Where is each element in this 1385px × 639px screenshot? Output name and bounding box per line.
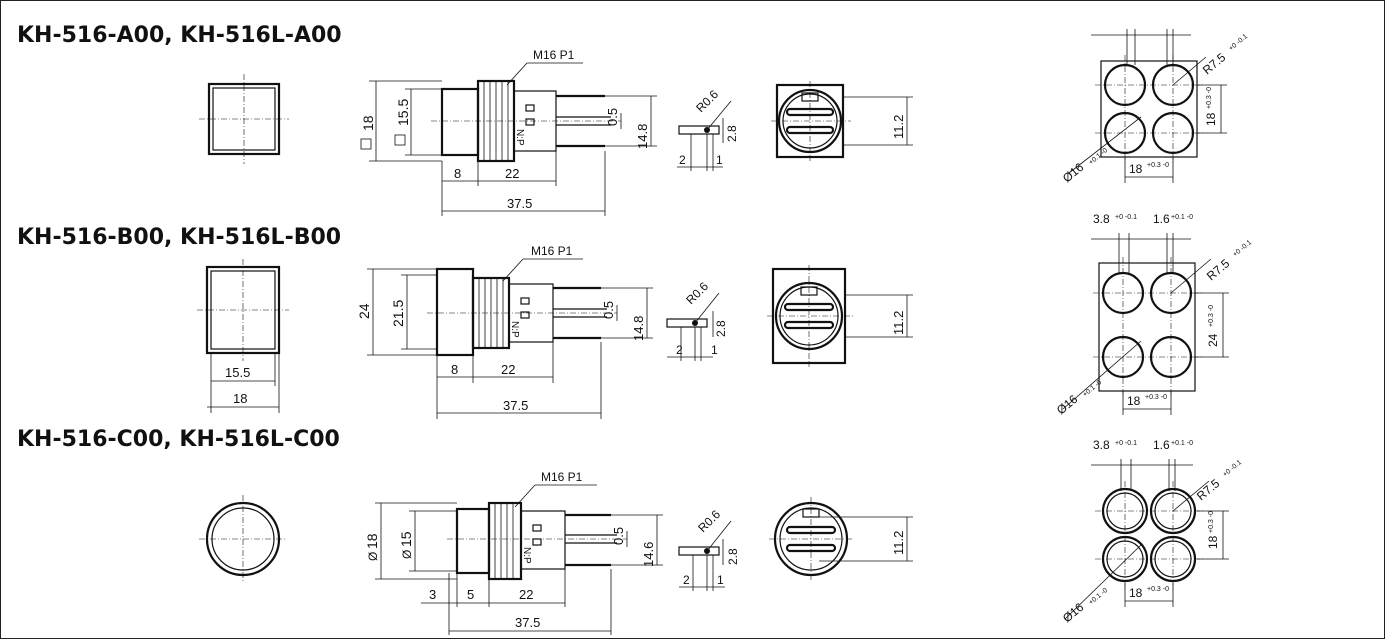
pitch-v-a: 18: [1204, 112, 1218, 126]
svg-text:+0.1 -0: +0.1 -0: [1171, 440, 1193, 447]
pin-w2-b: 2: [676, 343, 683, 357]
cut-dia-a: Ø16: [1060, 160, 1087, 186]
pitch-v-c: 18: [1206, 535, 1220, 549]
slot-b-b: 1.6: [1153, 212, 1170, 226]
section-c: N:P M16 P1 18 Ø 15 Ø 3 5 22 37.5: [199, 438, 1243, 635]
cut-radius-c: R7.5: [1194, 476, 1223, 503]
dim-c-22: 22: [519, 587, 533, 602]
svg-text:+0.3 -0: +0.3 -0: [1147, 162, 1169, 169]
pin-h-a: 2.8: [725, 125, 739, 142]
back-view-a: [771, 81, 851, 161]
slot-b-c: 1.6: [1153, 438, 1170, 452]
svg-text:+0.3 -0: +0.3 -0: [1147, 586, 1169, 593]
pin-w2-c: 2: [683, 573, 690, 587]
svg-text:+0.3 -0: +0.3 -0: [1206, 87, 1213, 109]
svg-text:Ø: Ø: [400, 550, 414, 559]
section-title-a: KH-516-A00, KH-516L-A00: [17, 23, 342, 48]
svg-text:+0.1 -0: +0.1 -0: [1171, 214, 1193, 221]
slot-a-c: 3.8: [1093, 438, 1110, 452]
svg-text:+0 -0.1: +0 -0.1: [1232, 239, 1253, 259]
dim-a-total: 37.5: [507, 196, 532, 211]
svg-text:+0 -0.1: +0 -0.1: [1228, 33, 1249, 53]
svg-text:+0 -0.1: +0 -0.1: [1115, 440, 1137, 447]
svg-text:+0.3 -0: +0.3 -0: [1208, 305, 1215, 327]
svg-text:N:P: N:P: [521, 547, 532, 564]
dim-a-22: 22: [505, 166, 519, 181]
cut-radius-a: R7.5: [1200, 50, 1229, 77]
panel-cutout-a: [1095, 55, 1203, 163]
slot-a-b: 3.8: [1093, 212, 1110, 226]
side-view-b: N:P: [427, 267, 617, 357]
dim-a-gap: 0.5: [605, 108, 620, 126]
dim-c-3: 3: [429, 587, 436, 602]
svg-text:+0.1 -0: +0.1 -0: [1088, 587, 1109, 607]
pin-w2-a: 2: [679, 153, 686, 167]
svg-text:+0.1 -0: +0.1 -0: [1082, 379, 1103, 399]
dim-a-inner: 15.5: [395, 99, 411, 126]
pitch-v-b: 24: [1206, 333, 1220, 347]
dim-b-dia: 14.8: [631, 316, 646, 341]
front-view-rect: [197, 259, 289, 361]
pitch-h-b: 18: [1127, 394, 1141, 408]
panel-cutout-b: [1093, 257, 1201, 397]
pin-w1-b: 1: [711, 343, 718, 357]
dim-c-dia: 14.6: [641, 542, 656, 567]
section-a: N:P M16 P1 18 15.5 8 22: [199, 29, 1249, 216]
front-view-round: [199, 495, 287, 583]
svg-text:+0 -0.1: +0 -0.1: [1222, 459, 1243, 479]
section-title-c: KH-516-C00, KH-516L-C00: [17, 427, 340, 452]
front-view-square: [199, 74, 289, 164]
svg-text:N:P: N:P: [514, 129, 525, 146]
thread-label-c: M16 P1: [541, 470, 583, 484]
dim-b-total: 37.5: [503, 398, 528, 413]
back-dim-b: 11.2: [891, 311, 906, 335]
pin-h-b: 2.8: [714, 320, 728, 337]
dim-a-outer: 18: [360, 115, 376, 131]
back-view-c: [769, 497, 853, 581]
dim-b-gap: 0.5: [601, 301, 616, 319]
dim-b-h-inner: 21.5: [390, 300, 406, 327]
section-b: 15.5 18 N:P: [197, 212, 1253, 419]
back-dim-a: 11.2: [891, 115, 906, 139]
svg-text:Ø: Ø: [366, 552, 380, 561]
section-title-b: KH-516-B00, KH-516L-B00: [17, 225, 342, 250]
pin-h-c: 2.8: [726, 548, 740, 565]
side-view-c: N:P: [447, 501, 627, 581]
cut-dia-b: Ø16: [1054, 392, 1081, 418]
dim-b-w-outer: 18: [233, 391, 247, 406]
side-view-a: N:P: [431, 79, 621, 163]
pin-w1-a: 1: [716, 153, 723, 167]
pin-radius-a: R0.6: [693, 87, 721, 115]
pin-radius-c: R0.6: [695, 507, 723, 535]
svg-text:+0.3 -0: +0.3 -0: [1208, 511, 1215, 533]
dim-b-8: 8: [451, 362, 458, 377]
dim-c-5: 5: [467, 587, 474, 602]
cut-dia-c: Ø16: [1060, 600, 1087, 626]
panel-cutout-c: [1095, 481, 1203, 589]
thread-label-a: M16 P1: [533, 48, 575, 62]
svg-text:+0 -0.1: +0 -0.1: [1115, 214, 1137, 221]
dim-c-outer: 18: [364, 533, 380, 549]
dim-c-inner: 15: [398, 531, 414, 547]
back-view-b: [767, 265, 853, 367]
pin-radius-b: R0.6: [683, 279, 711, 307]
dim-c-gap: 0.5: [611, 527, 626, 545]
cut-radius-b: R7.5: [1204, 256, 1233, 283]
back-dim-c: 11.2: [891, 531, 906, 555]
svg-text:N:P: N:P: [509, 321, 520, 338]
pin-w1-c: 1: [717, 573, 724, 587]
pitch-h-a: 18: [1129, 162, 1143, 176]
dim-a-dia: 14.8: [635, 124, 650, 149]
dim-b-w-inner: 15.5: [225, 365, 250, 380]
dim-c-total: 37.5: [515, 615, 540, 630]
pitch-h-c: 18: [1129, 586, 1143, 600]
dim-a-8: 8: [454, 166, 461, 181]
svg-text:+0.3 -0: +0.3 -0: [1145, 394, 1167, 401]
thread-label-b: M16 P1: [531, 244, 573, 258]
dim-b-h-outer: 24: [356, 303, 372, 319]
dim-b-22: 22: [501, 362, 515, 377]
